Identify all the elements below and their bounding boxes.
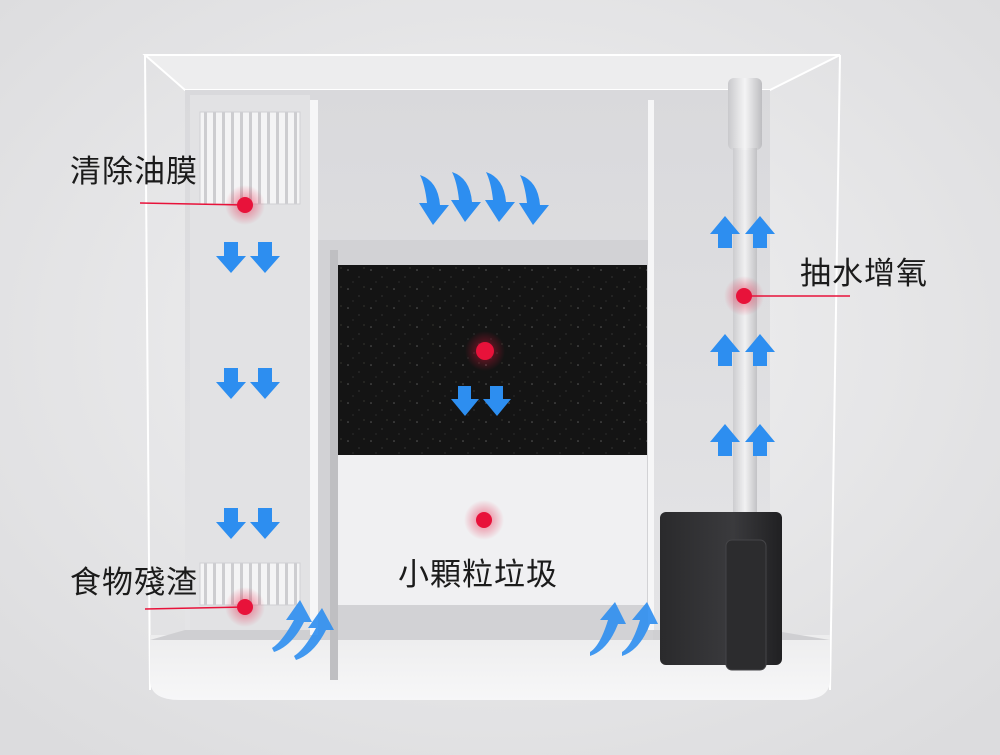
arrow-down-icon [250,242,280,273]
arrow-down-icon [216,368,246,399]
label-oil-film: 清除油膜 [70,154,198,190]
curved-arrow-icon [519,175,549,225]
arrow-down-icon [216,242,246,273]
arrow-down-icon [483,386,511,416]
label-pump-oxygen: 抽水增氧 [800,256,928,292]
curved-arrow-icon [451,172,481,222]
arrow-up-icon [710,216,740,248]
left-divider [310,100,318,635]
arrow-down-icon [250,368,280,399]
arrow-up-icon [710,334,740,366]
arrow-down-icon [250,508,280,539]
curved-arrow-up-icon [622,602,658,656]
curved-arrow-up-icon [294,608,334,660]
curved-arrow-icon [419,175,449,225]
pump-tube [733,148,757,528]
curved-arrow-up-icon [272,600,312,652]
arrow-up-icon [745,334,775,366]
marker-food-residue [225,587,265,627]
pump-intake [725,539,767,671]
label-small-particles: 小顆粒垃圾 [398,557,558,593]
curved-arrow-icon [485,172,515,222]
marker-sponge [465,331,505,371]
arrow-up-icon [745,216,775,248]
pump-outlet-cap [728,78,762,150]
markers [225,185,764,627]
marker-oil-film [225,185,265,225]
marker-pump-oxygen [724,276,764,316]
marker-small-particles [464,500,504,540]
arrow-down-icon [216,508,246,539]
arrow-down-icon [451,386,479,416]
arrow-up-icon [745,424,775,456]
right-divider [648,100,654,630]
flow-arrows [216,172,775,660]
curved-arrow-up-icon [590,602,626,656]
middle-divider-left [330,250,338,680]
label-food-residue: 食物殘渣 [70,565,198,601]
arrow-up-icon [710,424,740,456]
